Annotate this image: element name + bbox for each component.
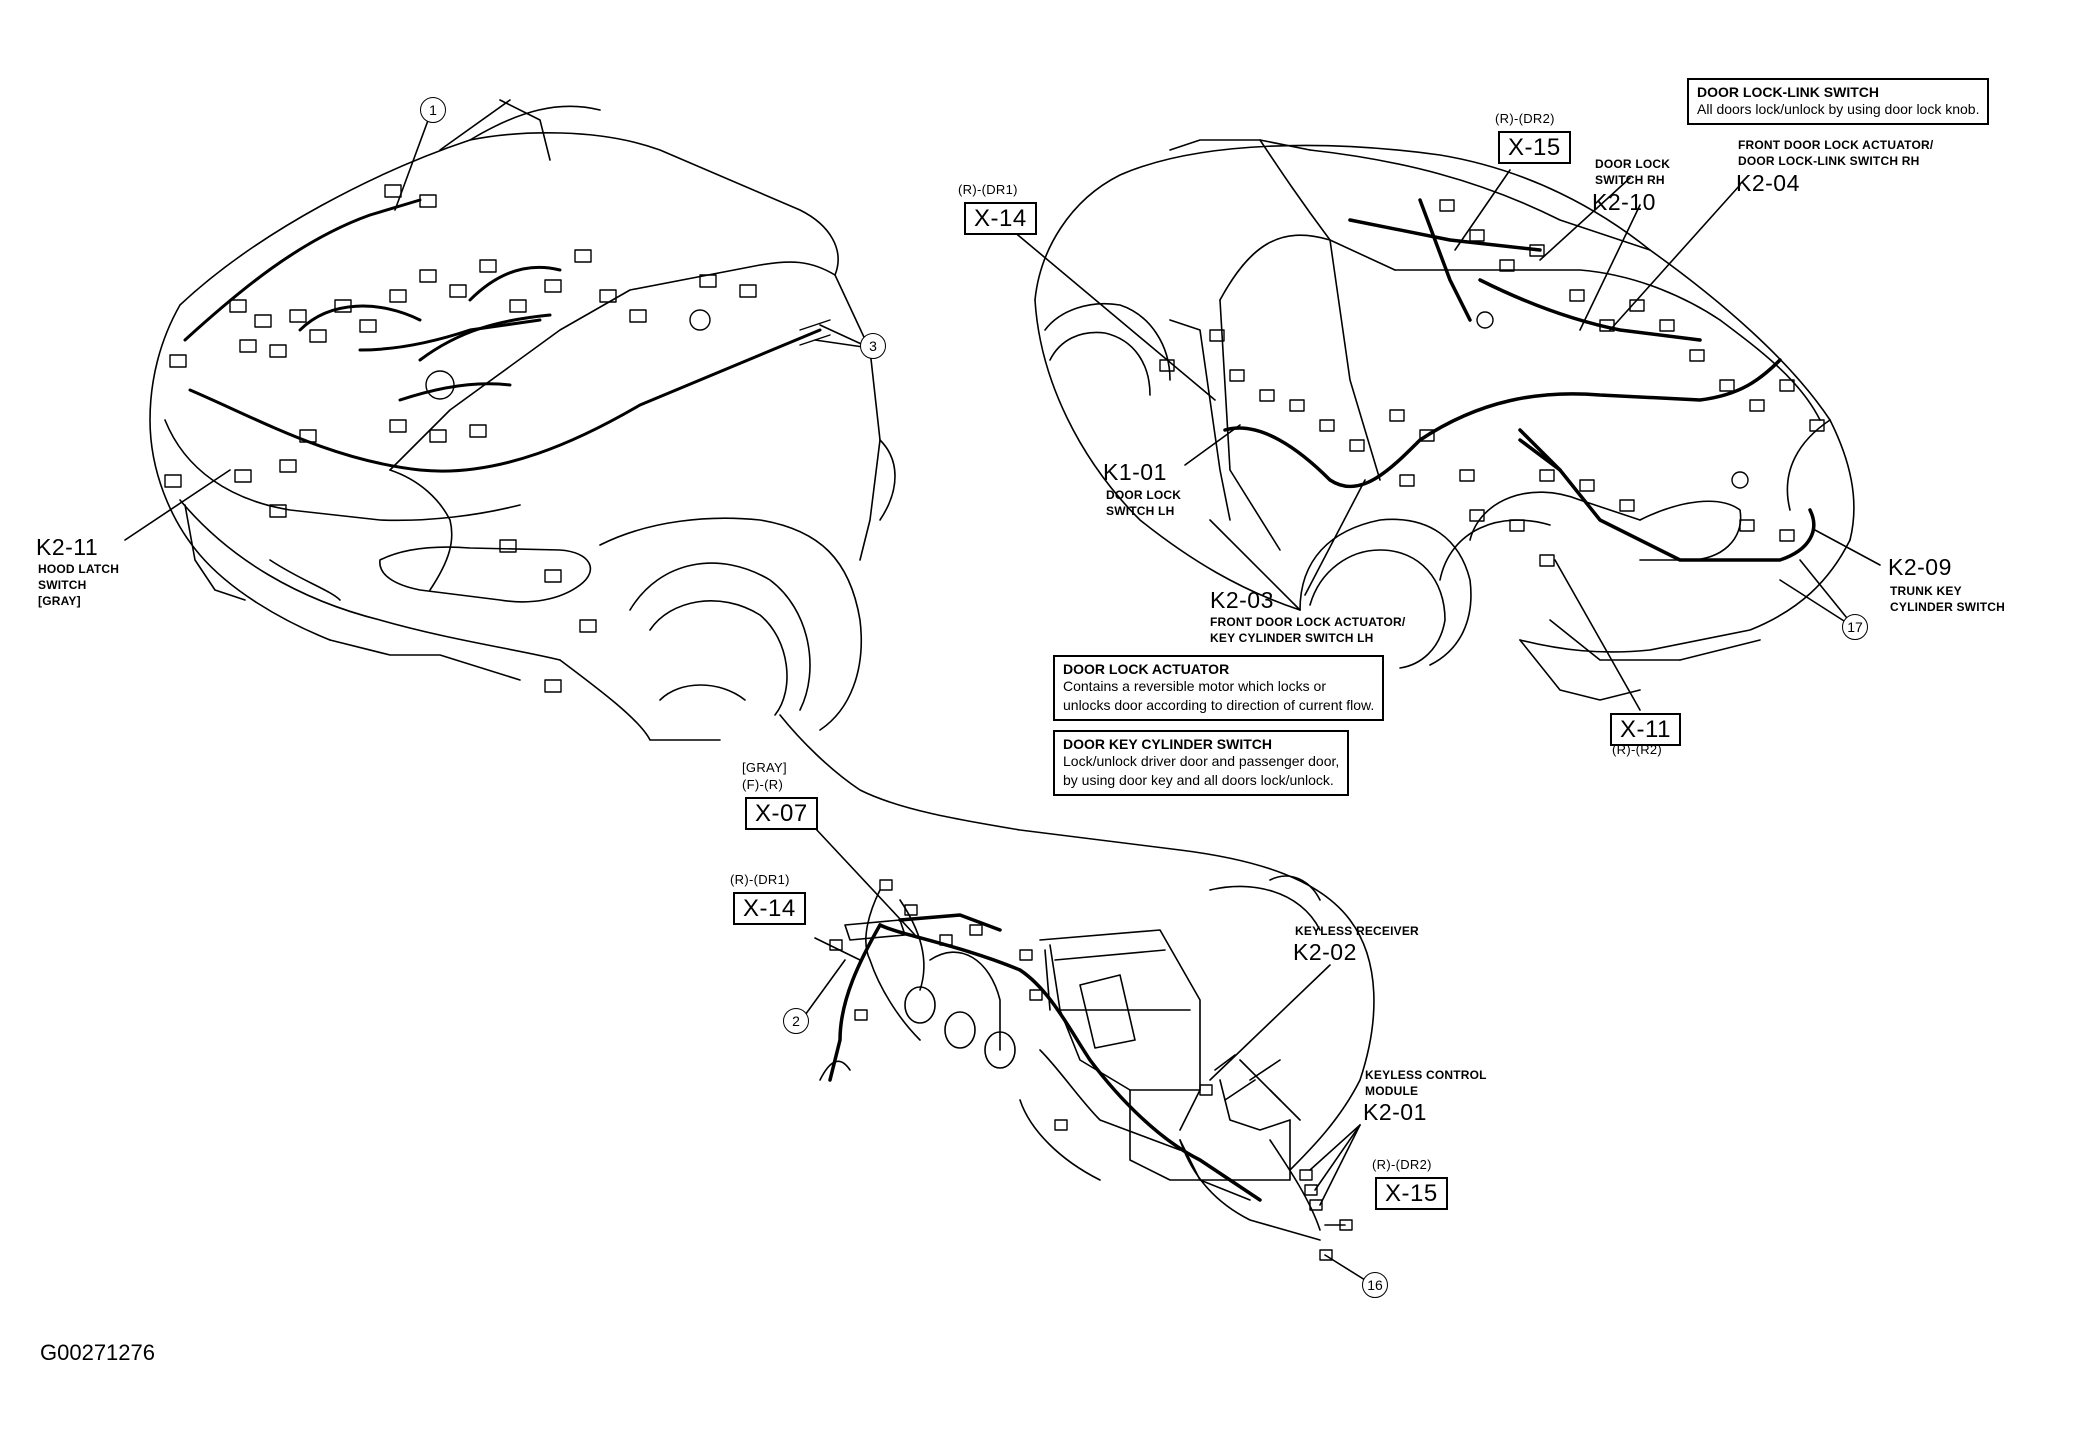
engine-bay-harness bbox=[183, 198, 822, 473]
door-lock-switch-rh-line1: DOOR LOCK bbox=[1595, 157, 1671, 171]
dash-x14-box: X-14 bbox=[733, 892, 806, 926]
info-door-key-cylinder-switch-desc2: by using door key and all doors lock/unl… bbox=[1063, 771, 1334, 788]
callout-3: 3 bbox=[860, 333, 886, 359]
dashboard-harness bbox=[828, 913, 1262, 1202]
door-lock-switch-lh-line2: SWITCH LH bbox=[1106, 504, 1175, 518]
keyless-module-code: K2-01 bbox=[1363, 1099, 1427, 1125]
keyless-receiver-line1: KEYLESS RECEIVER bbox=[1295, 924, 1419, 938]
info-door-key-cylinder-switch-desc1: Lock/unlock driver door and passenger do… bbox=[1063, 753, 1340, 769]
rear-x14-sub: (R)-(DR1) bbox=[958, 182, 1018, 197]
info-door-lock-actuator-desc2: unlocks door according to direction of c… bbox=[1063, 696, 1375, 713]
engine-bay-connectors bbox=[164, 184, 831, 693]
front-actuator-lh-line1: FRONT DOOR LOCK ACTUATOR/ bbox=[1210, 615, 1406, 629]
dash-x07-sub1: [GRAY] bbox=[742, 760, 787, 775]
trunk-key-code: K2-09 bbox=[1888, 554, 1952, 580]
info-door-lock-actuator-title: DOOR LOCK ACTUATOR bbox=[1063, 661, 1230, 677]
info-door-lock-link-switch-title: DOOR LOCK-LINK SWITCH bbox=[1697, 84, 1879, 100]
rear-connectors bbox=[1159, 199, 1825, 567]
hood-latch-line2: SWITCH bbox=[38, 578, 87, 592]
keyless-module-line1: KEYLESS CONTROL bbox=[1365, 1068, 1487, 1082]
keyless-receiver-code: K2-02 bbox=[1293, 939, 1357, 965]
rear-x11-box: X-11 bbox=[1610, 713, 1681, 747]
info-door-lock-link-switch: DOOR LOCK-LINK SWITCH All doors lock/unl… bbox=[1687, 78, 1990, 125]
dash-x14-sub: (R)-(DR1) bbox=[730, 872, 790, 887]
rear-x14-box: X-14 bbox=[964, 202, 1037, 236]
dashboard-outline bbox=[779, 714, 1375, 1241]
leader-lines bbox=[124, 114, 1881, 1281]
door-lock-switch-lh-code: K1-01 bbox=[1103, 459, 1167, 485]
keyless-module-line2: MODULE bbox=[1365, 1084, 1419, 1098]
info-door-lock-actuator: DOOR LOCK ACTUATOR Contains a reversible… bbox=[1053, 655, 1385, 721]
callout-2: 2 bbox=[783, 1008, 809, 1034]
door-lock-switch-rh-code: K2-10 bbox=[1592, 189, 1656, 215]
callout-1: 1 bbox=[420, 97, 446, 123]
dashboard-connectors bbox=[829, 879, 1353, 1261]
dash-x15-box: X-15 bbox=[1375, 1177, 1448, 1211]
door-lock-switch-lh-line1: DOOR LOCK bbox=[1106, 488, 1182, 502]
callout-17: 17 bbox=[1842, 614, 1868, 640]
trunk-key-line2: CYLINDER SWITCH bbox=[1890, 600, 2005, 614]
front-vehicle-outline bbox=[149, 99, 896, 741]
front-actuator-rh-line2: DOOR LOCK-LINK SWITCH RH bbox=[1738, 154, 1920, 168]
front-actuator-lh-line2: KEY CYLINDER SWITCH LH bbox=[1210, 631, 1374, 645]
door-lock-switch-rh-line2: SWITCH RH bbox=[1595, 173, 1665, 187]
callout-16: 16 bbox=[1362, 1272, 1388, 1298]
rear-x11-sub: (R)-(R2) bbox=[1612, 742, 1663, 757]
rear-harness bbox=[1223, 198, 1816, 562]
info-door-key-cylinder-switch: DOOR KEY CYLINDER SWITCH Lock/unlock dri… bbox=[1053, 730, 1350, 796]
dash-x07-box: X-07 bbox=[745, 797, 818, 831]
hood-latch-code: K2-11 bbox=[36, 534, 99, 560]
dash-x15-sub: (R)-(DR2) bbox=[1372, 1157, 1432, 1172]
rear-x15-sub: (R)-(DR2) bbox=[1495, 111, 1555, 126]
front-actuator-lh-code: K2-03 bbox=[1210, 587, 1274, 613]
trunk-key-line1: TRUNK KEY bbox=[1890, 584, 1962, 598]
info-door-key-cylinder-switch-title: DOOR KEY CYLINDER SWITCH bbox=[1063, 736, 1272, 752]
rear-x15-box: X-15 bbox=[1498, 131, 1571, 165]
hood-latch-line1: HOOD LATCH bbox=[38, 562, 120, 576]
figure-id: G00271276 bbox=[40, 1340, 155, 1365]
rear-vehicle-outline bbox=[1034, 139, 1855, 701]
info-door-lock-actuator-desc1: Contains a reversible motor which locks … bbox=[1063, 678, 1326, 694]
front-actuator-rh-code: K2-04 bbox=[1736, 170, 1800, 196]
hood-latch-line3: [GRAY] bbox=[38, 594, 81, 608]
front-actuator-rh-line1: FRONT DOOR LOCK ACTUATOR/ bbox=[1738, 138, 1934, 152]
info-door-lock-link-switch-desc: All doors lock/unlock by using door lock… bbox=[1697, 101, 1980, 117]
dash-x07-sub2: (F)-(R) bbox=[742, 777, 784, 792]
